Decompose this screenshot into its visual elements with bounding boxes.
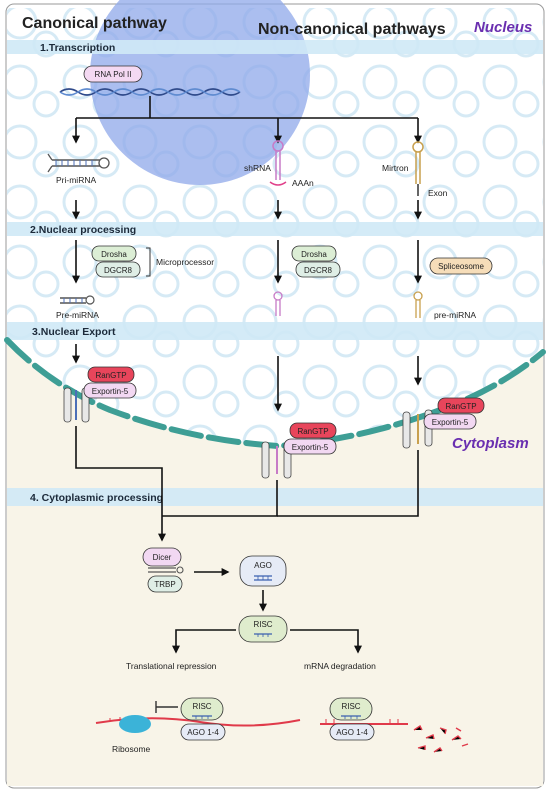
arrows-to-processing xyxy=(72,200,422,284)
exportin-box-right xyxy=(423,413,477,430)
mirtron-label: Mirtron xyxy=(382,163,409,173)
rangtp-label-middle: RanGTP xyxy=(297,427,328,436)
risc-duplex-glyph xyxy=(254,633,272,637)
ago-family-label-left: AGO 1-4 xyxy=(187,728,219,737)
drosha-box-left xyxy=(91,245,137,262)
drosha-label-middle: Drosha xyxy=(301,250,327,259)
risc-label-repression: RISC xyxy=(192,702,211,711)
risc-degradation-duplex-glyph xyxy=(341,715,361,719)
exportin-box-left xyxy=(83,382,137,399)
repression-inhibitor-mark xyxy=(155,701,178,713)
ago-label: AGO xyxy=(254,561,272,570)
convergence-lines xyxy=(75,426,419,542)
section-nuclear-processing: 2.Nuclear processing xyxy=(30,224,136,236)
trbp-label: TRBP xyxy=(154,580,175,589)
dna-helix xyxy=(59,88,241,96)
rangtp-box-left xyxy=(87,366,135,383)
exportin-box-middle xyxy=(283,438,337,455)
exportin-label-middle: Exportin-5 xyxy=(292,443,329,452)
band-cytoplasmic-processing xyxy=(7,488,543,506)
rangtp-label-left: RanGTP xyxy=(95,371,126,380)
dicer-label: Dicer xyxy=(153,553,172,562)
risc-repression-duplex-glyph xyxy=(192,715,212,719)
pri-mirna-glyph xyxy=(47,153,110,173)
ago-family-box-left xyxy=(180,723,226,741)
drosha-label-left: Drosha xyxy=(101,250,127,259)
pre-mirna-right-glyph xyxy=(413,291,423,318)
risc-label-degradation: RISC xyxy=(341,702,360,711)
dgcr8-label-left: DGCR8 xyxy=(104,266,133,275)
risc-box-degradation xyxy=(329,697,373,721)
rna-pol-ii-label: RNA Pol II xyxy=(95,70,132,79)
outcome-branches xyxy=(172,629,362,654)
pre-shrna-glyph xyxy=(273,291,283,316)
band-transcription xyxy=(7,40,543,54)
dicer-box xyxy=(142,547,182,567)
microprocessor-label: Microprocessor xyxy=(156,257,214,267)
nuclear-envelope xyxy=(4,337,546,450)
translational-repression-label: Translational repression xyxy=(126,661,217,671)
shrna-glyph xyxy=(269,140,287,186)
arrows-to-export xyxy=(72,344,422,412)
exon-label: Exon xyxy=(428,188,448,198)
band-nuclear-processing xyxy=(7,222,543,236)
ago-box xyxy=(239,555,287,587)
ago-family-label-right: AGO 1-4 xyxy=(336,728,368,737)
ribosome-label: Ribosome xyxy=(112,744,151,754)
microprocessor-bracket xyxy=(146,247,151,277)
cytoplasm-label: Cytoplasm xyxy=(452,435,529,452)
non-canonical-pathway-title: Non-canonical pathways xyxy=(258,21,446,38)
risc-box-repression xyxy=(180,697,224,721)
mirtron-glyph xyxy=(412,141,424,196)
mrna-degradation-label: mRNA degradation xyxy=(304,661,376,671)
ribosome-shape xyxy=(119,715,151,733)
ago-duplex-glyph xyxy=(254,575,272,581)
pre-mirna-left-glyph xyxy=(60,295,95,305)
section-cytoplasmic-processing: 4. Cytoplasmic processing xyxy=(30,492,163,504)
rangtp-label-right: RanGTP xyxy=(445,402,476,411)
degraded-mrna-fragments xyxy=(413,724,469,753)
drosha-box-middle xyxy=(291,245,337,262)
rangtp-box-middle xyxy=(289,422,337,439)
mrna-bases-right xyxy=(325,719,399,723)
spliceosome-box xyxy=(429,257,493,275)
exportin-label-left: Exportin-5 xyxy=(92,387,129,396)
pre-mirna-left-label: Pre-miRNA xyxy=(56,310,99,320)
section-transcription: 1.Transcription xyxy=(40,42,115,54)
transcription-branches xyxy=(72,96,422,144)
pre-mirna-right-label: pre-miRNA xyxy=(434,310,476,320)
spliceosome-label: Spliceosome xyxy=(438,262,484,271)
poly-a-label: AAAn xyxy=(292,178,314,188)
dgcr8-box-middle xyxy=(295,261,341,278)
mrna-bases-left xyxy=(109,716,141,722)
rna-pol-ii-pill xyxy=(83,65,143,83)
nucleus-label: Nucleus xyxy=(474,19,532,36)
rangtp-box-right xyxy=(437,397,485,414)
pri-mirna-label: Pri-miRNA xyxy=(56,175,96,185)
trbp-box xyxy=(147,575,183,593)
risc-label: RISC xyxy=(253,620,272,629)
band-nuclear-export xyxy=(7,322,543,340)
canonical-pathway-title: Canonical pathway xyxy=(22,15,167,32)
dgcr8-label-middle: DGCR8 xyxy=(304,266,333,275)
shrna-label: shRNA xyxy=(244,163,271,173)
dgcr8-box-left xyxy=(95,261,141,278)
exportin-label-right: Exportin-5 xyxy=(432,418,469,427)
section-nuclear-export: 3.Nuclear Export xyxy=(32,326,116,338)
ago-family-box-right xyxy=(329,723,375,741)
risc-box xyxy=(238,615,288,643)
dicer-substrate-glyph xyxy=(148,566,184,574)
